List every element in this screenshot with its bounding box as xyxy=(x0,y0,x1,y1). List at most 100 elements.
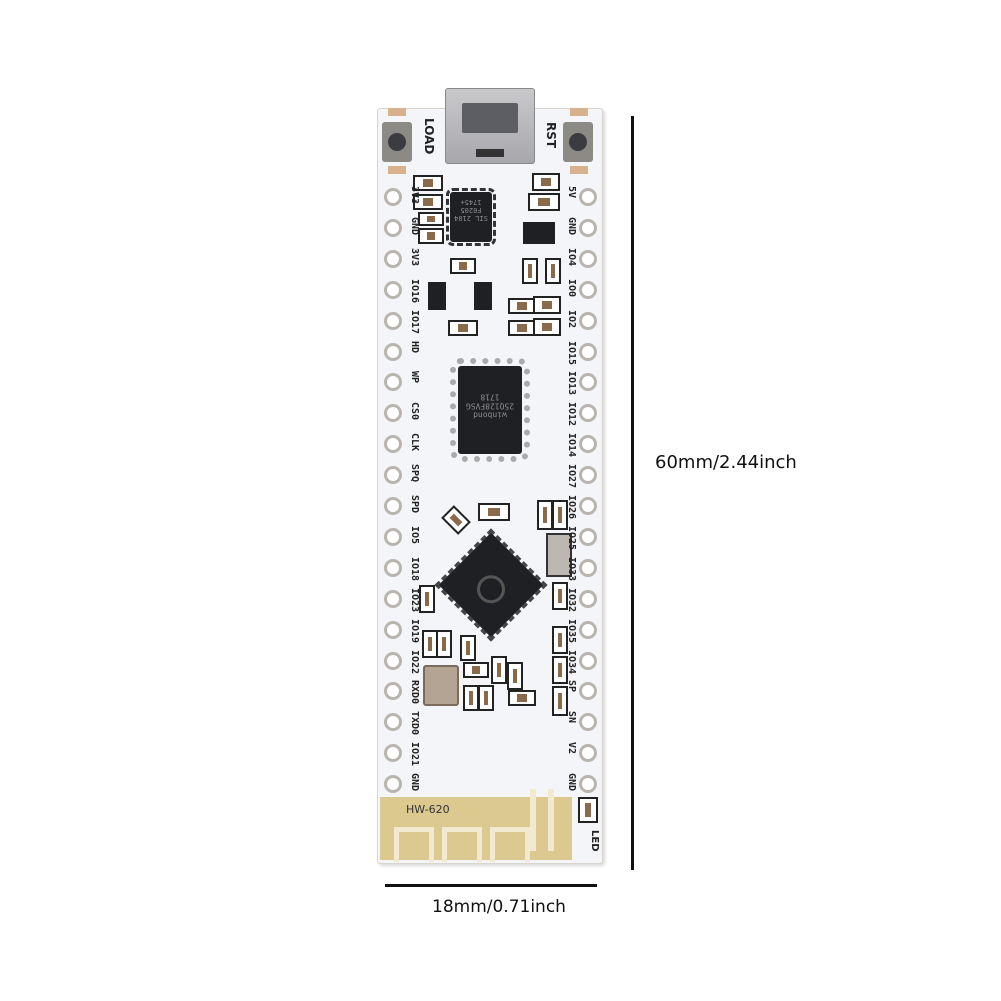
pin-hole-left xyxy=(384,342,402,361)
pin-hole-right xyxy=(579,713,597,732)
pin-label-left: WP xyxy=(409,371,420,384)
pin-hole-left xyxy=(384,218,402,237)
pin-hole-left xyxy=(384,775,402,794)
pin-label-left: RXD0 xyxy=(409,680,420,705)
transistor xyxy=(474,282,492,310)
flash-chip-marking: winbond 25Q128FVSG 1718 xyxy=(465,392,515,420)
espressif-logo xyxy=(477,575,505,604)
pin-hole-right xyxy=(579,280,597,299)
width-dimension-line xyxy=(385,884,597,887)
pin-hole-left xyxy=(384,249,402,268)
pin-hole-right xyxy=(579,311,597,330)
pin-label-left: IO21 xyxy=(409,742,420,767)
pin-hole-right xyxy=(579,342,597,361)
width-dimension-label: 18mm/0.71inch xyxy=(432,897,566,917)
pin-label-right: SP xyxy=(566,680,577,693)
pin-label-right: IO12 xyxy=(566,402,577,427)
pin-label-right: GND xyxy=(566,773,577,792)
micro-usb-connector xyxy=(445,88,535,164)
height-dimension-line xyxy=(631,116,634,870)
pin-hole-left xyxy=(384,527,402,546)
pin-hole-right xyxy=(579,218,597,237)
pin-label-right: SN xyxy=(566,711,577,724)
pin-label-left: TXD0 xyxy=(409,711,420,736)
pin-hole-right xyxy=(579,589,597,608)
pin-label-right: IO34 xyxy=(566,649,577,674)
reset-button xyxy=(563,122,593,162)
pin-label-right: IO27 xyxy=(566,464,577,489)
load-button xyxy=(382,122,412,162)
pin-hole-right xyxy=(579,775,597,794)
pin-hole-right xyxy=(579,682,597,701)
pin-hole-left xyxy=(384,373,402,392)
pin-hole-left xyxy=(384,682,402,701)
pin-label-right: IO4 xyxy=(566,247,577,266)
pin-hole-left xyxy=(384,713,402,732)
pin-label-right: IO33 xyxy=(566,556,577,581)
flash-chip: winbond 25Q128FVSG 1718 xyxy=(450,358,530,462)
pin-hole-right xyxy=(579,373,597,392)
pin-label-left: IO22 xyxy=(409,649,420,674)
pin-hole-right xyxy=(579,651,597,670)
pin-hole-right xyxy=(579,620,597,639)
pin-hole-right xyxy=(579,249,597,268)
pin-label-left: HD xyxy=(409,340,420,353)
pin-label-right: IO14 xyxy=(566,433,577,458)
height-dimension-label: 60mm/2.44inch xyxy=(655,452,797,473)
pin-label-right: IO0 xyxy=(566,278,577,297)
pin-label-left: IO19 xyxy=(409,618,420,643)
pin-label-left: IO17 xyxy=(409,309,420,334)
pin-hole-right xyxy=(579,188,597,206)
pin-label-left: 3V3 xyxy=(409,247,420,266)
pin-hole-left xyxy=(384,558,402,577)
button-pad xyxy=(388,108,406,116)
pin-label-right: IO2 xyxy=(566,309,577,328)
pin-label-right: IO32 xyxy=(566,587,577,612)
pcb-antenna: HW-620 xyxy=(380,789,572,862)
led-label: LED xyxy=(589,830,600,852)
usb-chip-marking: SIL 2104 F0205 1745+ xyxy=(454,198,488,223)
pin-label-left: CLK xyxy=(409,433,420,452)
pin-hole-right xyxy=(579,435,597,454)
crystal xyxy=(423,665,459,706)
pin-hole-left xyxy=(384,188,402,206)
pin-hole-right xyxy=(579,558,597,577)
pin-label-right: IO25 xyxy=(566,525,577,550)
pin-label-left: IO16 xyxy=(409,278,420,303)
pin-label-left: GND xyxy=(409,773,420,792)
pin-label-left: IO5 xyxy=(409,525,420,544)
crystal-small xyxy=(546,533,572,577)
button-pad xyxy=(388,166,406,174)
pin-label-left: GND xyxy=(409,216,420,235)
pin-hole-left xyxy=(384,589,402,608)
pin-label-right: GND xyxy=(566,216,577,235)
pin-label-left: SPQ xyxy=(409,464,420,483)
pin-hole-right xyxy=(579,527,597,546)
pin-label-right: IO13 xyxy=(566,371,577,396)
model-label: HW-620 xyxy=(406,803,450,816)
pin-hole-right xyxy=(579,404,597,423)
regulator-chip xyxy=(523,222,555,244)
pin-label-right: V2 xyxy=(566,742,577,755)
rst-label: RST xyxy=(544,122,558,149)
pin-hole-right xyxy=(579,744,597,763)
pin-label-right: IO15 xyxy=(566,340,577,365)
pin-hole-left xyxy=(384,497,402,515)
pin-label-right: IO26 xyxy=(566,495,577,520)
pin-hole-left xyxy=(384,466,402,485)
pin-hole-right xyxy=(579,497,597,515)
load-label: LOAD xyxy=(422,118,436,155)
pin-label-left: IO23 xyxy=(409,587,420,612)
pin-hole-right xyxy=(579,466,597,485)
button-pad xyxy=(570,108,588,116)
transistor xyxy=(428,282,446,310)
pin-label-left: IO18 xyxy=(409,556,420,581)
pin-label-right: 5V xyxy=(566,186,577,199)
pin-label-left: 3V3 xyxy=(409,186,420,205)
pin-hole-left xyxy=(384,744,402,763)
pin-hole-left xyxy=(384,435,402,454)
button-pad xyxy=(570,166,588,174)
pin-hole-left xyxy=(384,280,402,299)
pin-hole-left xyxy=(384,311,402,330)
pin-hole-left xyxy=(384,651,402,670)
